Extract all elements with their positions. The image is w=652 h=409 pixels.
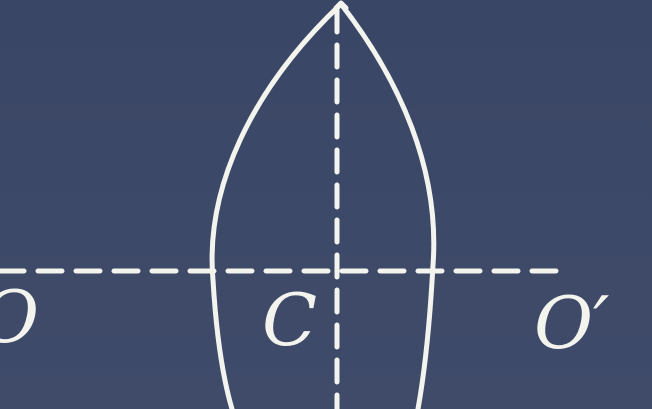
- label-o: O: [0, 275, 39, 359]
- lens-left-surface: [209, 1, 344, 409]
- label-o-prime: O′: [534, 281, 609, 365]
- lens-apex: [333, 0, 349, 11]
- lens-right-surface: [338, 1, 437, 409]
- label-c: C: [262, 278, 317, 362]
